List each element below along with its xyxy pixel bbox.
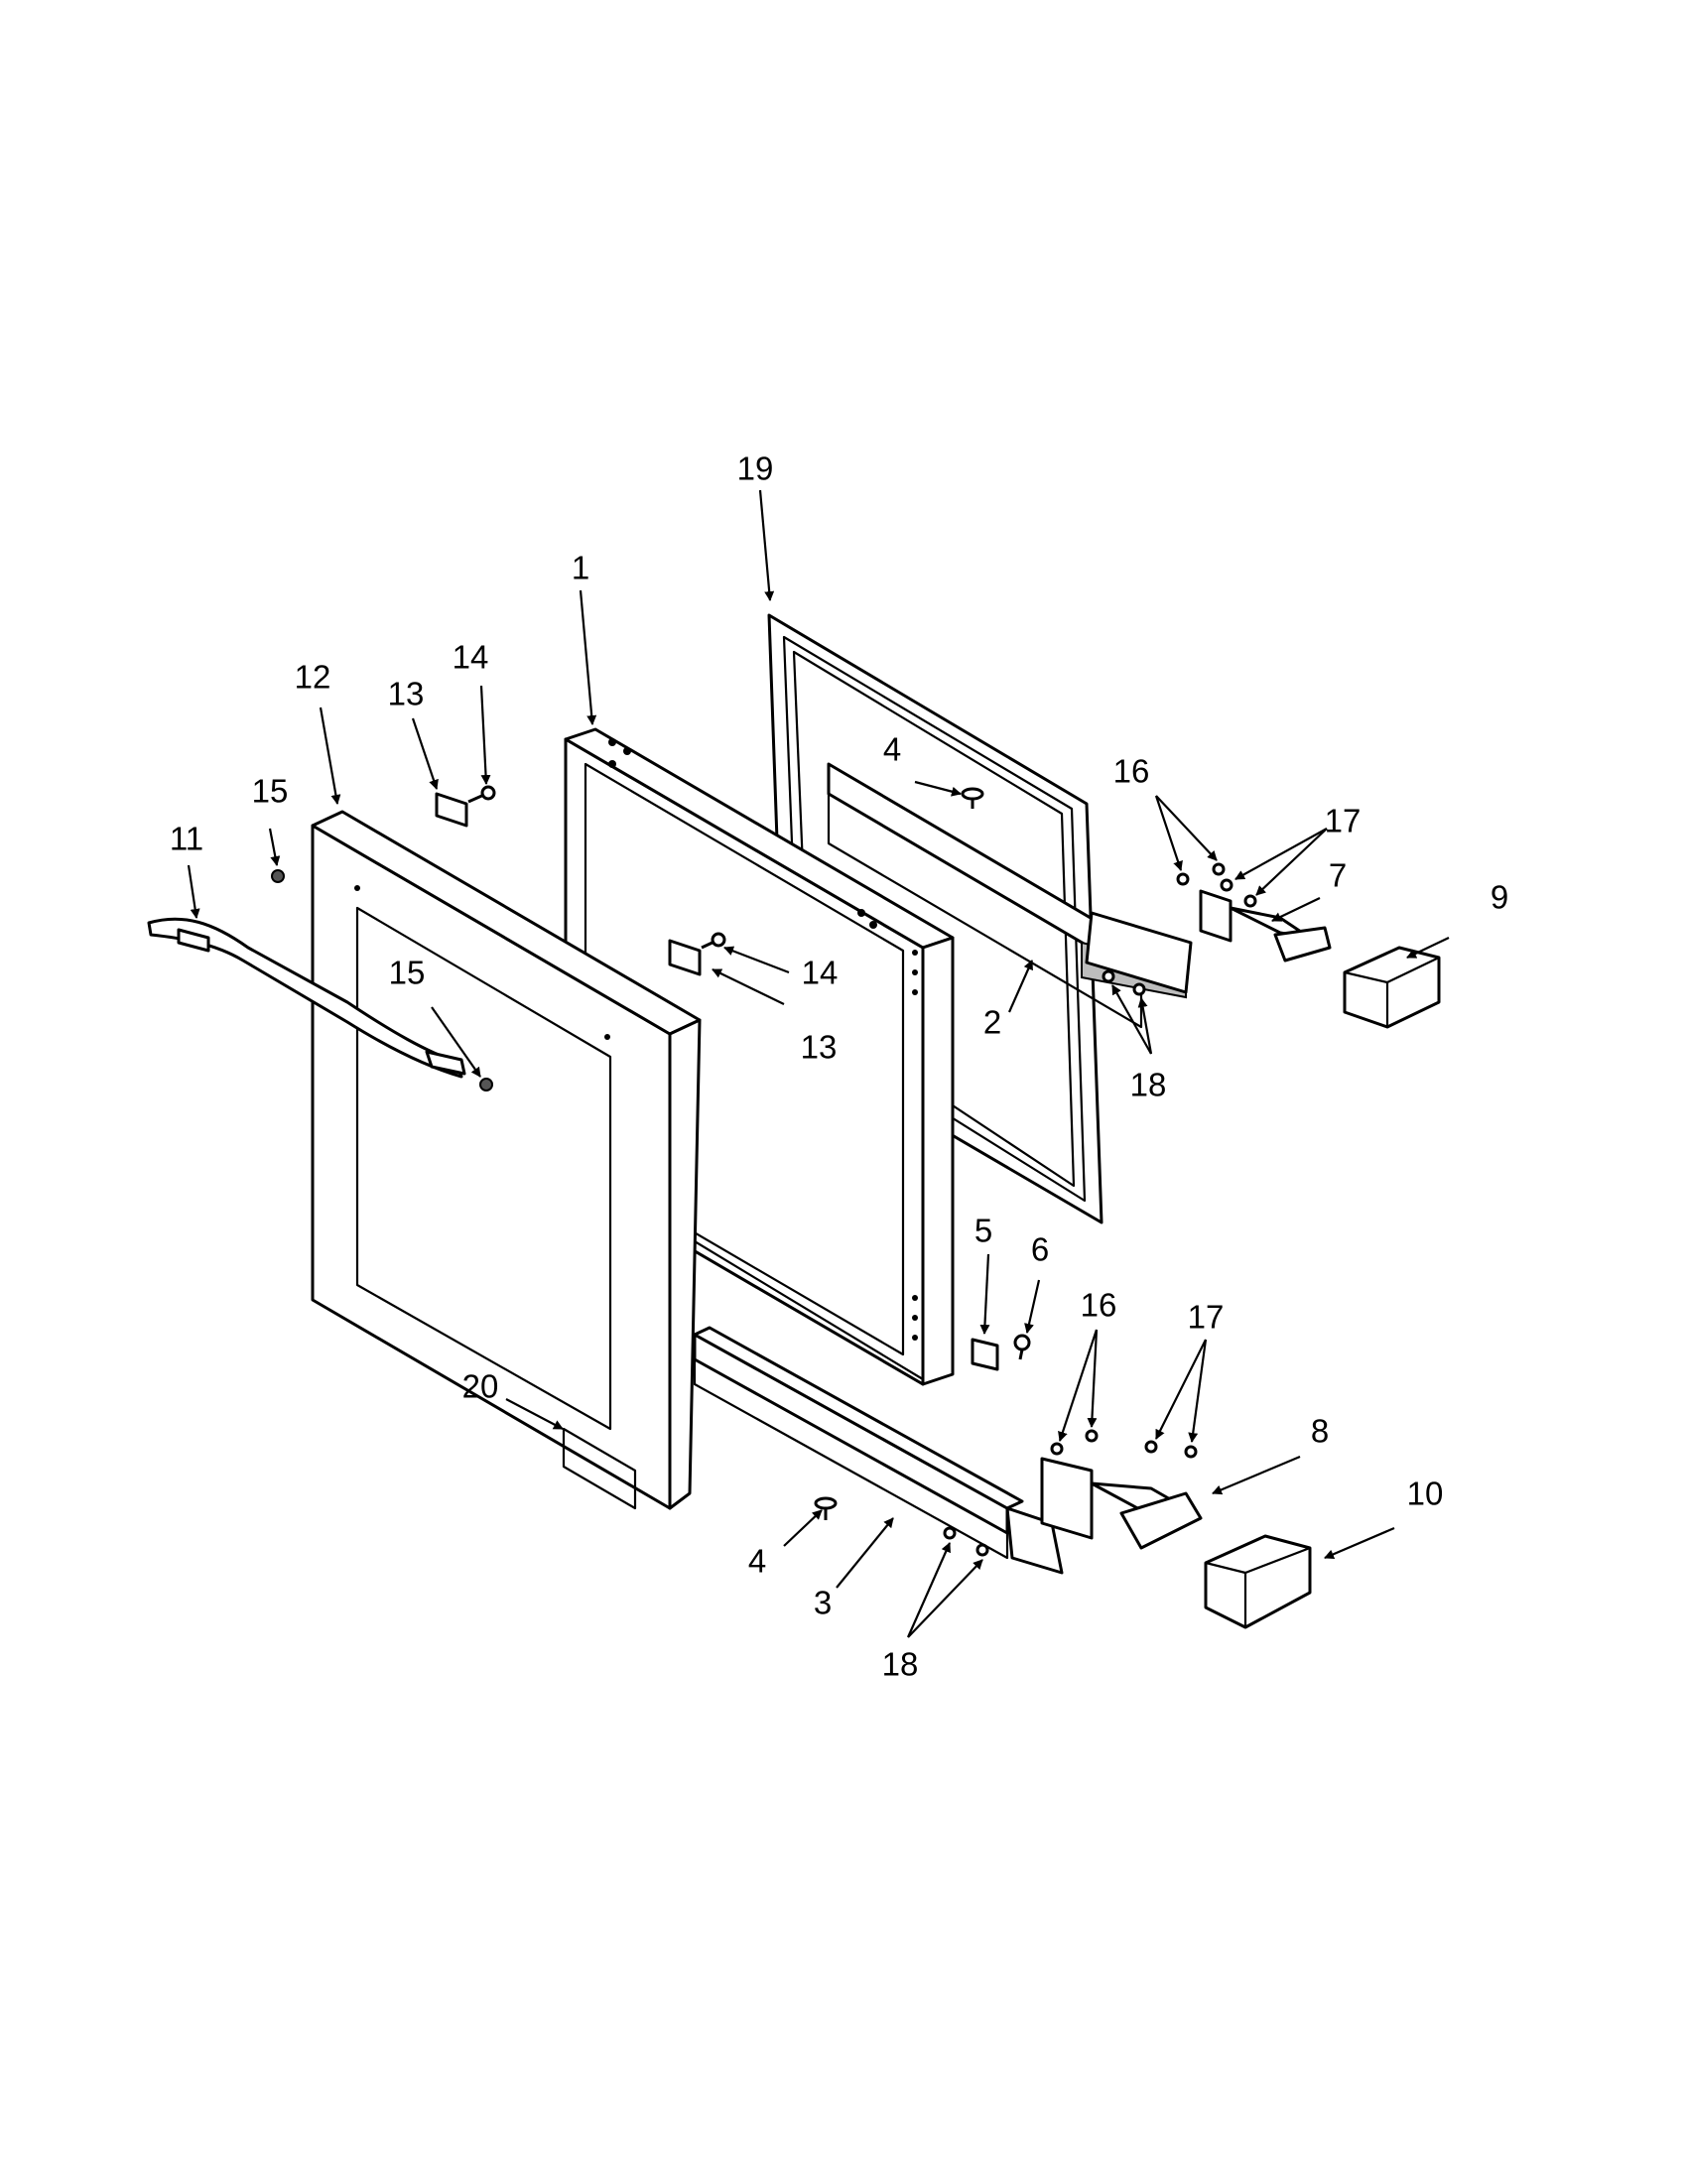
hinge-screws-16-lower xyxy=(1050,1429,1099,1456)
callout-7: 7 xyxy=(1329,857,1347,894)
callout-6: 6 xyxy=(1031,1231,1049,1268)
callout-15-lower: 15 xyxy=(389,955,426,991)
callout-18-lower: 18 xyxy=(882,1646,919,1683)
screw-upper-14 xyxy=(467,785,496,804)
callout-4-top: 4 xyxy=(883,731,901,768)
door-handle xyxy=(147,917,466,1079)
hinge-screws-17-upper xyxy=(1220,878,1257,908)
callout-1: 1 xyxy=(572,550,589,586)
hinge-screws-17-lower xyxy=(1144,1440,1198,1459)
callout-16-lower: 16 xyxy=(1081,1287,1117,1324)
lower-hinge-cover xyxy=(1204,1534,1312,1629)
callout-13-lower: 13 xyxy=(801,1029,838,1066)
hinge-screws-18-upper xyxy=(1102,969,1146,996)
callout-19: 19 xyxy=(737,450,774,487)
upper-hinge-rail xyxy=(1085,911,1193,994)
callout-17-lower: 17 xyxy=(1188,1299,1225,1336)
callout-labels: 19 1 2 3 4 4 5 6 7 8 9 10 11 12 13 13 14… xyxy=(170,450,1508,1683)
door-stop-pin xyxy=(1013,1334,1031,1360)
callout-17-upper: 17 xyxy=(1325,803,1362,839)
callout-16-upper: 16 xyxy=(1113,753,1150,790)
callout-14-upper: 14 xyxy=(453,639,489,676)
magnet-plate-lower xyxy=(668,939,702,976)
callout-3: 3 xyxy=(814,1585,832,1621)
callout-4-bottom: 4 xyxy=(748,1543,766,1580)
callout-12: 12 xyxy=(295,659,331,696)
hinge-screws-18-lower xyxy=(943,1526,989,1557)
callout-20: 20 xyxy=(462,1368,499,1405)
outer-door-panel xyxy=(311,810,702,1510)
rating-label xyxy=(562,1427,637,1510)
screw-top-4 xyxy=(961,787,984,809)
bumper-upper xyxy=(271,869,285,883)
callout-8: 8 xyxy=(1311,1413,1329,1450)
bumper-lower xyxy=(479,1078,493,1092)
magnet-plate-upper xyxy=(435,792,468,828)
bottom-door-channel xyxy=(693,1326,1064,1575)
callout-11: 11 xyxy=(170,821,203,857)
screw-bottom-4 xyxy=(814,1496,838,1520)
upper-hinge-cover xyxy=(1343,946,1441,1029)
door-stop-bracket xyxy=(971,1338,999,1371)
callout-5: 5 xyxy=(974,1213,992,1249)
callout-15-upper: 15 xyxy=(252,773,289,810)
lower-hinge xyxy=(1040,1457,1203,1550)
leader-lines xyxy=(187,489,1450,1638)
screw-lower-14 xyxy=(701,932,726,950)
callout-18-upper: 18 xyxy=(1130,1067,1167,1103)
callout-14-lower: 14 xyxy=(802,955,839,991)
hinge-screws-16-upper xyxy=(1176,862,1226,886)
callout-2: 2 xyxy=(983,1004,1001,1041)
callout-10: 10 xyxy=(1407,1476,1444,1512)
callout-13-upper: 13 xyxy=(388,676,425,712)
callout-9: 9 xyxy=(1491,879,1508,916)
upper-hinge xyxy=(1199,889,1332,963)
